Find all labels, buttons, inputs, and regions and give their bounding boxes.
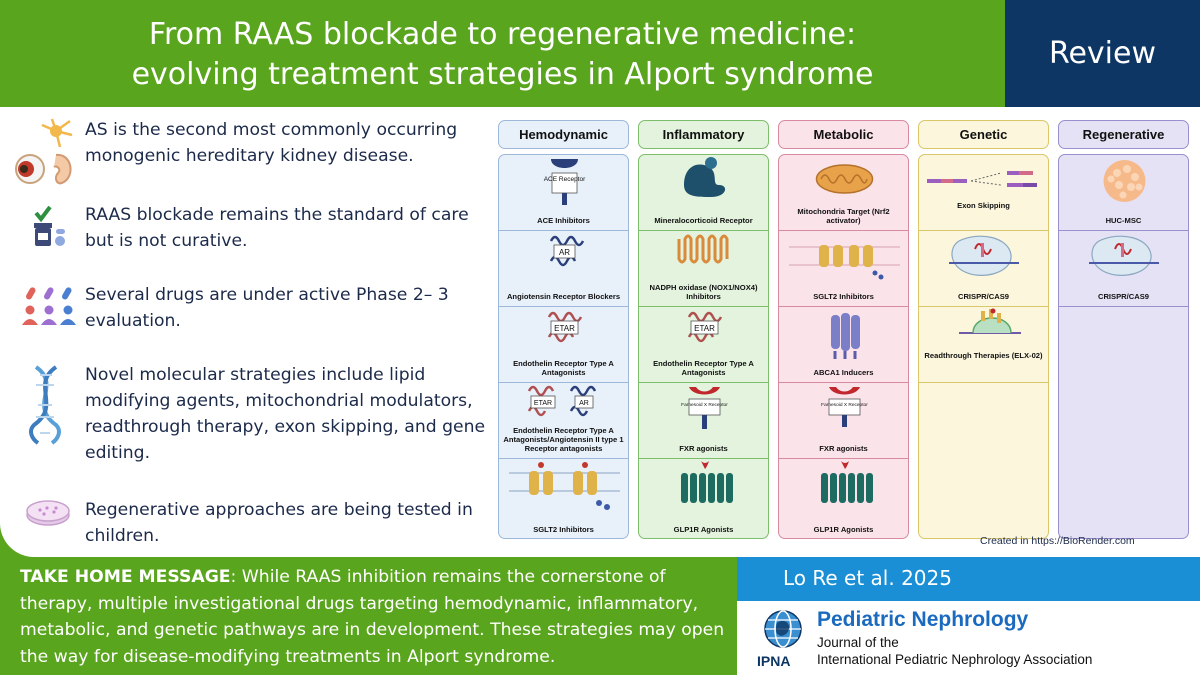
journal-subtitle-1: Journal of the [817,635,899,650]
mechanism-label: Endothelin Receptor Type A Antagonists/A… [503,426,624,453]
mechanism-label: ACE Inhibitors [537,216,590,225]
mechanism-cell: AR Angiotensin Receptor Blockers [499,231,628,307]
column-inflammatory: Inflammatory Mineralocorticoid Receptor … [638,120,769,539]
mechanism-label: ABCA1 Inducers [813,368,874,377]
citation: Lo Re et al. 2025 [737,557,1200,601]
svg-text:Farnesoid X Receptor: Farnesoid X Receptor [821,402,868,408]
bullet-5: Regenerative approaches are being tested… [85,500,473,546]
mechanism-label: CRISPR/CAS9 [957,292,1010,301]
mechanism-label: SGLT2 Inhibitors [533,525,594,534]
mechanism-cell: SGLT2 Inhibitors [499,459,628,538]
mechanism-cell: Farnesoid X Receptor FXR agonists [779,383,908,459]
journal-title: Pediatric Nephrology [817,608,1029,631]
petri-dish-icon [26,500,70,526]
bullet-2: RAAS blockade remains the standard of ca… [85,205,469,251]
mechanism-cell: GLP1R Agonists [779,459,908,538]
bullet-1: AS is the second most commonly occurring… [85,120,458,166]
mechanism-cell: ABCA1 Inducers [779,307,908,383]
mechanism-cell: ETAR Endothelin Receptor Type A Antagoni… [499,307,628,383]
mechanism-cell: ETAR Endothelin Receptor Type A Antagoni… [639,307,768,383]
mechanism-label: NADPH oxidase (NOX1/NOX4) Inhibitors [649,283,758,301]
mechanism-label: Endothelin Receptor Type A Antagonists [653,359,754,377]
mechanism-cell: ACE Receptor ACE Inhibitors [499,155,628,231]
mechanism-label: HUC-MSC [1105,216,1142,225]
ipna-logo-text: IPNA [757,653,791,669]
column-body: ACE Receptor ACE Inhibitors AR Angiotens… [498,154,629,539]
mechanism-cell: Mineralocorticoid Receptor [639,155,768,231]
mechanism-cell: GLP1R Agonists [639,459,768,538]
journal-subtitle-2: International Pediatric Nephrology Assoc… [817,652,1093,667]
column-header: Genetic [918,120,1049,149]
mechanism-cell: HUC-MSC [1059,155,1188,231]
column-body: Mineralocorticoid Receptor NADPH oxidase… [638,154,769,539]
mechanism-label: SGLT2 Inhibitors [813,292,874,301]
mechanism-label: Endothelin Receptor Type A Antagonists [513,359,614,377]
svg-text:AR: AR [579,400,589,407]
svg-text:ETAR: ETAR [694,324,715,333]
column-body: HUC-MSC CRISPR/CAS9 [1058,154,1189,539]
page-title: From RAAS blockade to regenerative medic… [0,0,1005,107]
badge-etar: ETAR [554,324,575,333]
ear-eye-neuron-icon [15,118,73,185]
bullet-3: Several drugs are under active Phase 2– … [85,285,449,331]
mechanism-label: Mineralocorticoid Receptor [654,216,753,225]
dna-icon [29,365,61,445]
take-home-label: TAKE HOME MESSAGE [20,567,231,587]
svg-text:ETAR: ETAR [534,400,552,407]
column-header: Inflammatory [638,120,769,149]
column-regenerative: Regenerative HUC-MSC CRISPR/CAS9 [1058,120,1189,539]
mechanism-cell: Farnesoid X Receptor FXR agonists [639,383,768,459]
mechanism-label: Angiotensin Receptor Blockers [506,292,621,301]
mechanism-cell: ETAR AR Endothelin Receptor Type A Antago… [499,383,628,459]
column-header: Hemodynamic [498,120,629,149]
mechanism-cell: Exon Skipping [919,155,1048,231]
column-header: Metabolic [778,120,909,149]
pills-icon [34,205,65,246]
journal-block: IPNA Pediatric Nephrology Journal of the… [737,601,1200,675]
badge-ace: ACE Receptor [544,176,586,183]
mechanism-cell: CRISPR/CAS9 [919,231,1048,307]
mechanism-label: FXR agonists [819,444,868,453]
badge-ar: AR [559,248,570,257]
mechanism-cell: CRISPR/CAS9 [1059,231,1188,307]
column-hemodynamic: Hemodynamic ACE Receptor ACE Inhibitors … [498,120,629,539]
column-metabolic: Metabolic Mitochondria Target (Nrf2 acti… [778,120,909,539]
title-line-2: evolving treatment strategies in Alport … [131,57,874,92]
mechanism-label: GLP1R Agonists [673,525,734,534]
mechanism-cell: NADPH oxidase (NOX1/NOX4) Inhibitors [639,231,768,307]
column-body: Exon Skipping CRISPR/CAS9 Readthrough Th… [918,154,1049,539]
main-panel: AS is the second most commonly occurring… [0,107,1200,557]
mechanism-label: GLP1R Agonists [813,525,874,534]
mechanism-label: Exon Skipping [957,201,1010,210]
bullet-4: Novel molecular strategies include lipid… [85,365,486,463]
take-home-text: : While RAAS inhibition remains the corn… [20,567,725,667]
title-line-1: From RAAS blockade to regenerative medic… [148,17,857,52]
mechanism-label: Mitochondria Target (Nrf2 activator) [797,207,890,225]
mechanism-cell [919,383,1048,538]
mechanism-cell [1059,307,1188,538]
mechanism-label: Readthrough Therapies (ELX-02) [924,351,1043,360]
figure-credit: Created in https://BioRender.com [980,535,1135,547]
take-home-message: TAKE HOME MESSAGE: While RAAS inhibition… [20,564,740,670]
column-header: Regenerative [1058,120,1189,149]
mechanism-label: FXR agonists [679,444,728,453]
mechanism-cell: Mitochondria Target (Nrf2 activator) [779,155,908,231]
mechanism-cell: SGLT2 Inhibitors [779,231,908,307]
mechanism-cell: Readthrough Therapies (ELX-02) [919,307,1048,383]
patients-capsules-icon [22,287,76,325]
mechanisms-figure: Hemodynamic ACE Receptor ACE Inhibitors … [495,107,1200,557]
article-type-badge: Review [1005,0,1200,107]
mechanism-label: CRISPR/CAS9 [1097,292,1150,301]
svg-text:Farnesoid X Receptor: Farnesoid X Receptor [681,402,728,408]
column-genetic: Genetic Exon Skipping CRISPR/CAS9 Readth… [918,120,1049,539]
column-body: Mitochondria Target (Nrf2 activator) SGL… [778,154,909,539]
ipna-globe-logo [764,610,802,648]
